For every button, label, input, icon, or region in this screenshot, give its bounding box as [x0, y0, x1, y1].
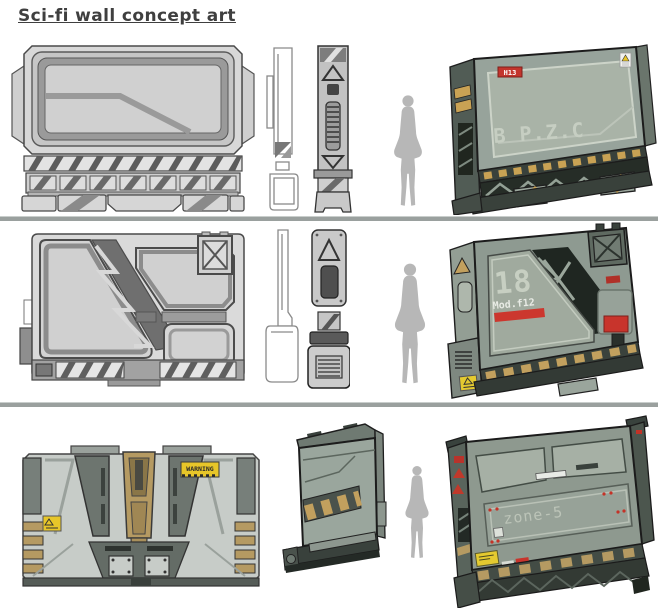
pentagon-panel [487, 249, 595, 357]
row3-door-drawing [282, 423, 387, 573]
module-label: Mod.f12 [492, 297, 535, 312]
zone-panel: zone-5 [483, 483, 633, 547]
red-triangle-icon [453, 468, 465, 478]
red-panel [603, 315, 629, 333]
hazard-triangle [453, 256, 471, 275]
row-divider-2 [0, 402, 658, 407]
side-column [307, 229, 350, 389]
warning-banner: WARNING [180, 461, 220, 478]
row2-render-view: 18 Mod.f12 [447, 222, 644, 399]
red-marker [454, 456, 464, 463]
warning-triangle-icon [621, 54, 630, 62]
x-brace-hatch [197, 231, 233, 275]
base-step [557, 377, 599, 397]
panel-number: 18 [493, 264, 534, 302]
row2-front-view-drawing [19, 231, 245, 387]
vent-strip [325, 101, 341, 151]
white-slot [535, 470, 567, 480]
row2-side-views-drawing [265, 229, 350, 389]
mini-red-label [605, 275, 621, 284]
warning-triangle-icon [44, 518, 54, 526]
row3-render-view: zone-5 [445, 415, 655, 608]
page-title: Sci-fi wall concept art [18, 6, 236, 26]
arrow-down-icon [320, 155, 346, 170]
top-panel-right [551, 438, 627, 479]
svg-text:H13: H13 [504, 69, 517, 77]
row1-side-column-drawing [313, 45, 353, 213]
base-rail [282, 531, 380, 573]
warning-sticker [619, 52, 632, 68]
truss-row [25, 172, 241, 194]
hazard-band [302, 485, 363, 523]
row1-render-view: H13 B P.Z.C [449, 44, 657, 215]
human-silhouette [405, 466, 429, 558]
arrow-up-icon [321, 64, 345, 81]
small-warning-label [42, 515, 62, 532]
red-badge: H13 [497, 66, 523, 78]
human-silhouette [394, 263, 426, 384]
warning-triangle-icon [463, 377, 474, 386]
vent-grille [315, 355, 343, 379]
vent-grille [455, 351, 472, 369]
red-bar [494, 308, 545, 322]
yellow-label [474, 549, 500, 568]
row-divider-1 [0, 216, 658, 221]
top-panel-left [475, 447, 547, 493]
arrow-up-icon [317, 237, 341, 261]
base-band [31, 359, 245, 387]
human-silhouette [394, 95, 422, 206]
warning-label [458, 374, 479, 392]
row1-front-view-drawing [11, 45, 255, 212]
hazard-stripes [23, 155, 243, 172]
hazard-base [453, 543, 650, 608]
top-hatch [587, 222, 628, 268]
row1-side-profile-drawing [266, 47, 299, 211]
svg-text:WARNING: WARNING [186, 465, 213, 473]
truss-base [451, 156, 653, 215]
dark-trapezoid-left [74, 455, 110, 537]
lower-vent-section [88, 541, 190, 579]
hazard-chevron [453, 84, 472, 100]
row3-front-view-drawing: WARNING [22, 445, 260, 587]
base-blocks [21, 191, 245, 212]
